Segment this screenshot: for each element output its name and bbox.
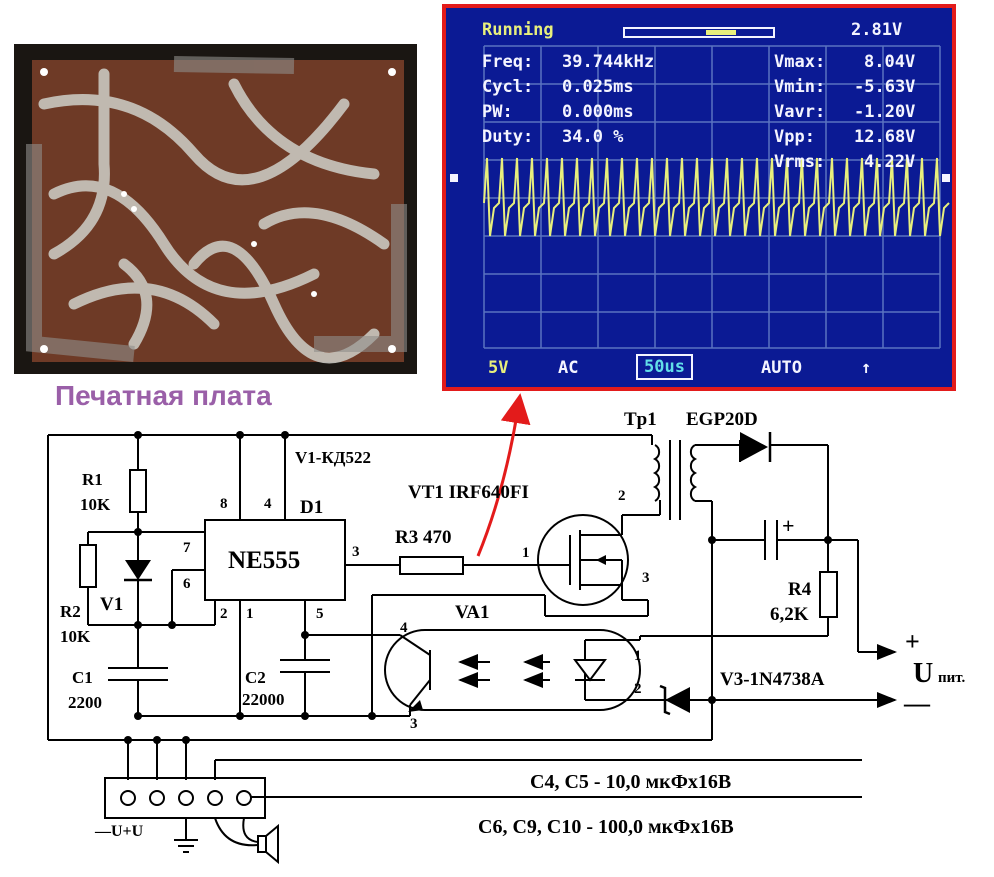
scope-cycle-value: 0.025ms (562, 77, 634, 97)
scope-vmax-value: 8.04V (864, 52, 916, 72)
r2-name: R2 (60, 602, 81, 621)
scope-vavr-value: -1.20V (854, 102, 916, 122)
scope-vmin-value: -5.63V (854, 77, 916, 97)
scope-vavr-label: Vavr: (774, 102, 826, 122)
pin-4: 4 (264, 496, 272, 512)
egp20d-label: EGP20D (686, 409, 758, 430)
scope-duty-label: Duty: (482, 127, 534, 147)
va1-optocoupler (384, 629, 641, 711)
oscilloscope-grid (450, 27, 950, 349)
scope-vmax-label: Vmax: (774, 52, 826, 72)
oscilloscope-screen: Running 2.81V Freq: 39.744kHz Cycl: 0.02… (442, 4, 956, 391)
c2-value: 22000 (242, 690, 285, 709)
speaker-icon (257, 835, 267, 853)
scope-vpp-value: 12.68V (854, 127, 916, 147)
tr1-secondary (689, 444, 698, 502)
scope-vrms-value: 4.22V (864, 152, 916, 172)
r3-label: R3 470 (395, 527, 451, 548)
scope-status: Running (482, 20, 554, 40)
v1-diode (125, 560, 151, 580)
waveform-trace (483, 157, 950, 237)
r1-resistor (129, 469, 147, 513)
cap-plus: + (782, 513, 795, 538)
r3-resistor (399, 556, 464, 575)
r1-name: R1 (82, 470, 103, 489)
pin-7: 7 (183, 540, 191, 556)
scope-duty-value: 34.0 % (562, 127, 624, 147)
scope-pw-label: PW: (482, 102, 513, 122)
pin-5: 5 (316, 606, 324, 622)
v1-label: V1 (100, 594, 123, 615)
vt1-label: VT1 IRF640FI (408, 482, 529, 503)
d1-label: D1 (300, 497, 323, 518)
v1-note: V1-КД522 (295, 448, 371, 467)
scope-freq-label: Freq: (482, 52, 534, 72)
vt1-mosfet (537, 514, 629, 606)
scope-trigger-level: 2.81V (851, 20, 903, 40)
supply-sub: пит. (938, 670, 966, 686)
caps-note-2: C6, C9, C10 - 100,0 мкФх16В (478, 816, 734, 838)
scope-time-div: 50us (636, 354, 693, 380)
pin-8: 8 (220, 496, 228, 512)
va1-pin-1: 1 (634, 648, 642, 664)
pin-3: 3 (352, 544, 360, 560)
supply-plus: + (905, 627, 920, 656)
r2-resistor (79, 544, 97, 588)
pcb-photo (14, 44, 417, 374)
scope-vrms-label: Vrms: (774, 152, 826, 172)
egp20d-diode (740, 432, 768, 462)
scope-coupling: AC (558, 358, 579, 378)
tr1-label: Tp1 (624, 409, 657, 430)
c1-name: C1 (72, 668, 93, 687)
scope-freq-value: 39.744kHz (562, 52, 655, 72)
scope-vpp-label: Vpp: (774, 127, 815, 147)
c1-value: 2200 (68, 693, 102, 712)
ic-label: NE555 (228, 547, 300, 574)
ne555-ic (204, 519, 346, 601)
va1-pin-2: 2 (634, 681, 642, 697)
r4-resistor (819, 571, 838, 618)
r2-value: 10K (60, 627, 91, 646)
pin-1: 1 (246, 606, 254, 622)
supply-minus: — (903, 689, 931, 718)
r1-value: 10K (80, 495, 111, 514)
scope-pw-value: 0.000ms (562, 102, 634, 122)
c2-name: C2 (245, 668, 266, 687)
scope-volts-div: 5V (488, 358, 509, 378)
scope-trigger-mode: AUTO (761, 358, 802, 378)
scope-trigger-edge: ↑ (861, 358, 872, 378)
probe-arrow (476, 393, 531, 557)
caps-note-1: C4, C5 - 10,0 мкФх16В (530, 771, 731, 793)
r4-value: 6,2K (770, 604, 809, 625)
vt1-pin-source: 3 (642, 570, 650, 586)
v3-label: V3-1N4738A (720, 669, 825, 690)
va1-pin-3: 3 (410, 716, 418, 732)
r4-name: R4 (788, 579, 812, 600)
pin-2: 2 (220, 606, 228, 622)
pin-6: 6 (183, 576, 191, 592)
va1-label: VA1 (455, 602, 490, 623)
v3-zener-diode (665, 687, 690, 713)
tr1-primary (652, 444, 661, 502)
vt1-pin-drain: 2 (618, 488, 626, 504)
supply-label: U (913, 658, 933, 689)
connector-label: —U+U (94, 823, 144, 840)
va1-led (573, 659, 607, 682)
va1-pin-4: 4 (400, 620, 408, 636)
pcb-caption: Печатная плата (55, 380, 272, 411)
vt1-pin-gate: 1 (522, 545, 530, 561)
scope-cycle-label: Cycl: (482, 77, 534, 97)
scope-vmin-label: Vmin: (774, 77, 826, 97)
